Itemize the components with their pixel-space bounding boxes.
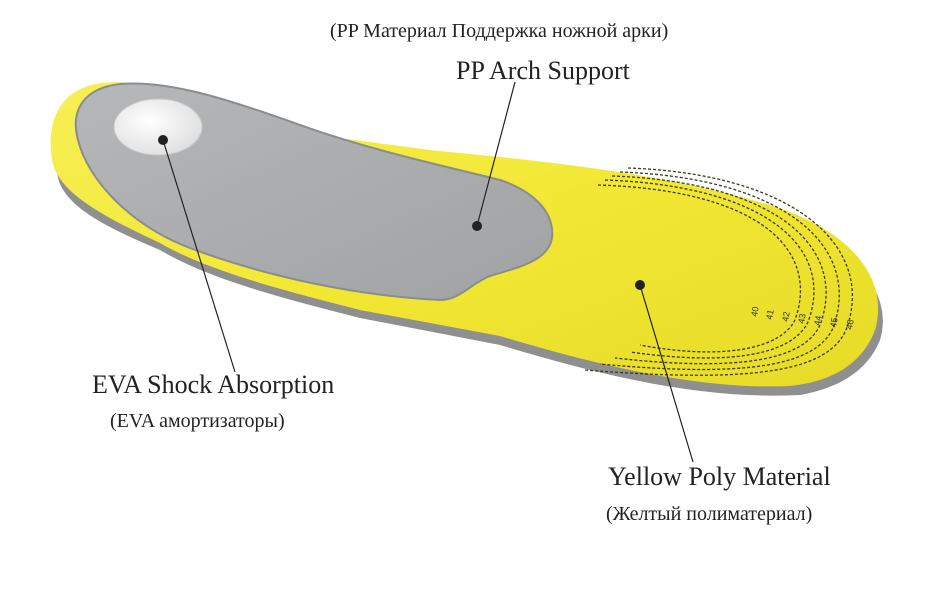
eva-label-en: EVA Shock Absorption [92,370,335,399]
leader-lines [162,81,694,463]
size-mark: 42 [780,311,792,323]
dot-yellow [635,280,645,290]
yellow-material-label-ru: (Желтый полиматериал) [606,503,813,525]
leader-eva [162,139,236,373]
size-mark: 43 [796,313,808,325]
size-mark: 44 [812,315,824,327]
leader-yellow [639,284,694,463]
leader-dots [158,135,645,290]
arch-support-label-en: PP Arch Support [456,56,630,85]
size-mark: 46 [844,319,856,331]
size-arcs [584,167,854,376]
dot-eva [158,135,168,145]
leader-arch [476,81,516,227]
yellow-material-label-en: Yellow Poly Material [608,462,831,491]
heel-pad [113,98,203,156]
size-mark: 40 [749,306,761,318]
dot-arch [472,221,482,231]
size-mark: 45 [828,317,840,329]
size-mark: 41 [764,309,776,321]
size-marks: 40 41 42 43 44 45 46 [749,306,856,331]
arch-support-label-ru: (PP Материал Поддержка ножной арки) [330,20,669,42]
eva-label-ru: (EVA амортизаторы) [110,410,285,432]
